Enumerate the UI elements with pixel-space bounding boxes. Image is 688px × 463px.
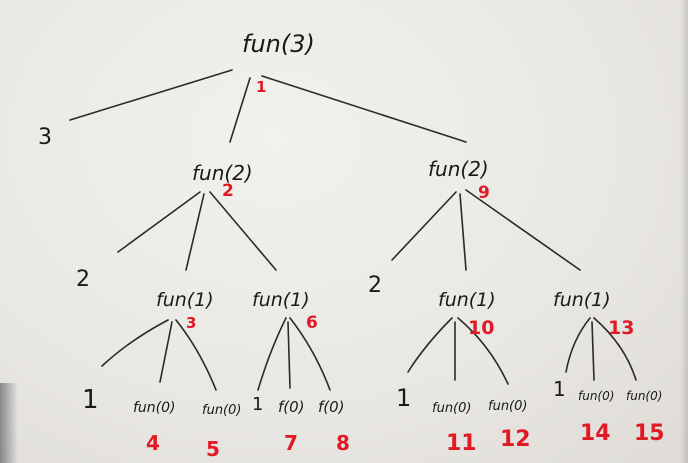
edge-f1c-f0f — [457, 317, 509, 385]
call-nodes: fun(3) fun(2) fun(2) fun(1) fun(1) fun(1… — [133, 30, 662, 418]
call-order-numbers: 1 2 9 3 6 10 13 4 5 7 8 11 12 14 15 — [146, 78, 665, 461]
edge-f2b-f1d — [465, 189, 581, 271]
edge-f3-f2b — [261, 75, 467, 143]
edge-f1c-print1 — [407, 317, 453, 373]
node-f0-d: f(0) — [318, 398, 345, 416]
order-number-9: 9 — [478, 183, 490, 203]
edge-f2a-f1b — [209, 191, 277, 271]
order-number-3: 3 — [186, 314, 196, 332]
order-number-10: 10 — [468, 317, 494, 339]
order-number-6: 6 — [306, 313, 318, 333]
order-number-5: 5 — [206, 437, 220, 461]
edge-f1a-f0b — [175, 319, 217, 391]
edge-f3-f2a — [229, 77, 251, 143]
print-value-1-a: 1 — [82, 385, 99, 415]
order-number-2: 2 — [222, 181, 234, 201]
printed-values: 3 2 2 1 1 1 1 — [38, 125, 566, 415]
node-fun0-g: fun(0) — [578, 389, 614, 403]
node-f0-c: f(0) — [278, 398, 305, 416]
edge-f1d-f0g — [591, 321, 595, 381]
order-number-15: 15 — [634, 421, 665, 446]
node-fun3: fun(3) — [242, 30, 315, 58]
tree-edges — [69, 69, 637, 391]
order-number-11: 11 — [446, 431, 477, 456]
node-fun2-right: fun(2) — [428, 157, 489, 181]
node-fun1-a: fun(1) — [156, 289, 214, 311]
node-fun1-c: fun(1) — [438, 289, 496, 311]
node-fun1-d: fun(1) — [553, 289, 611, 311]
print-value-2-right: 2 — [368, 273, 382, 298]
edge-f1b-f0c — [287, 321, 291, 389]
order-number-7: 7 — [284, 431, 298, 455]
board-right-edge — [680, 0, 688, 463]
order-number-1: 1 — [256, 78, 266, 96]
edge-f1d-print1 — [565, 317, 591, 373]
edge-f1a-f0a — [159, 321, 173, 383]
edge-f2b-f1c — [459, 193, 467, 271]
edge-f2a-print2 — [117, 191, 201, 253]
edge-f3-print3 — [69, 69, 233, 121]
edge-f1a-print1 — [101, 319, 169, 367]
edge-f1b-print1 — [257, 317, 287, 391]
order-number-12: 12 — [500, 427, 531, 452]
board-corner-shadow — [0, 383, 18, 463]
order-number-4: 4 — [146, 431, 160, 455]
order-number-8: 8 — [336, 431, 350, 455]
print-value-1-b: 1 — [252, 394, 263, 415]
node-fun0-h: fun(0) — [626, 389, 662, 403]
print-value-3: 3 — [38, 125, 52, 150]
print-value-2-left: 2 — [76, 267, 90, 292]
order-number-13: 13 — [608, 317, 634, 339]
node-fun0-a: fun(0) — [133, 400, 176, 416]
print-value-1-c: 1 — [396, 384, 411, 412]
edge-f2a-f1a — [185, 193, 205, 271]
node-fun1-b: fun(1) — [252, 289, 310, 311]
node-fun0-e: fun(0) — [432, 401, 471, 416]
print-value-1-d: 1 — [553, 377, 566, 401]
order-number-14: 14 — [580, 421, 611, 446]
edge-f1b-f0d — [289, 317, 331, 391]
node-fun2-left: fun(2) — [192, 161, 253, 185]
edge-f1d-f0h — [593, 317, 637, 381]
node-fun0-f: fun(0) — [488, 399, 527, 414]
edge-f2b-print2 — [391, 191, 457, 261]
node-fun0-b: fun(0) — [202, 403, 241, 418]
